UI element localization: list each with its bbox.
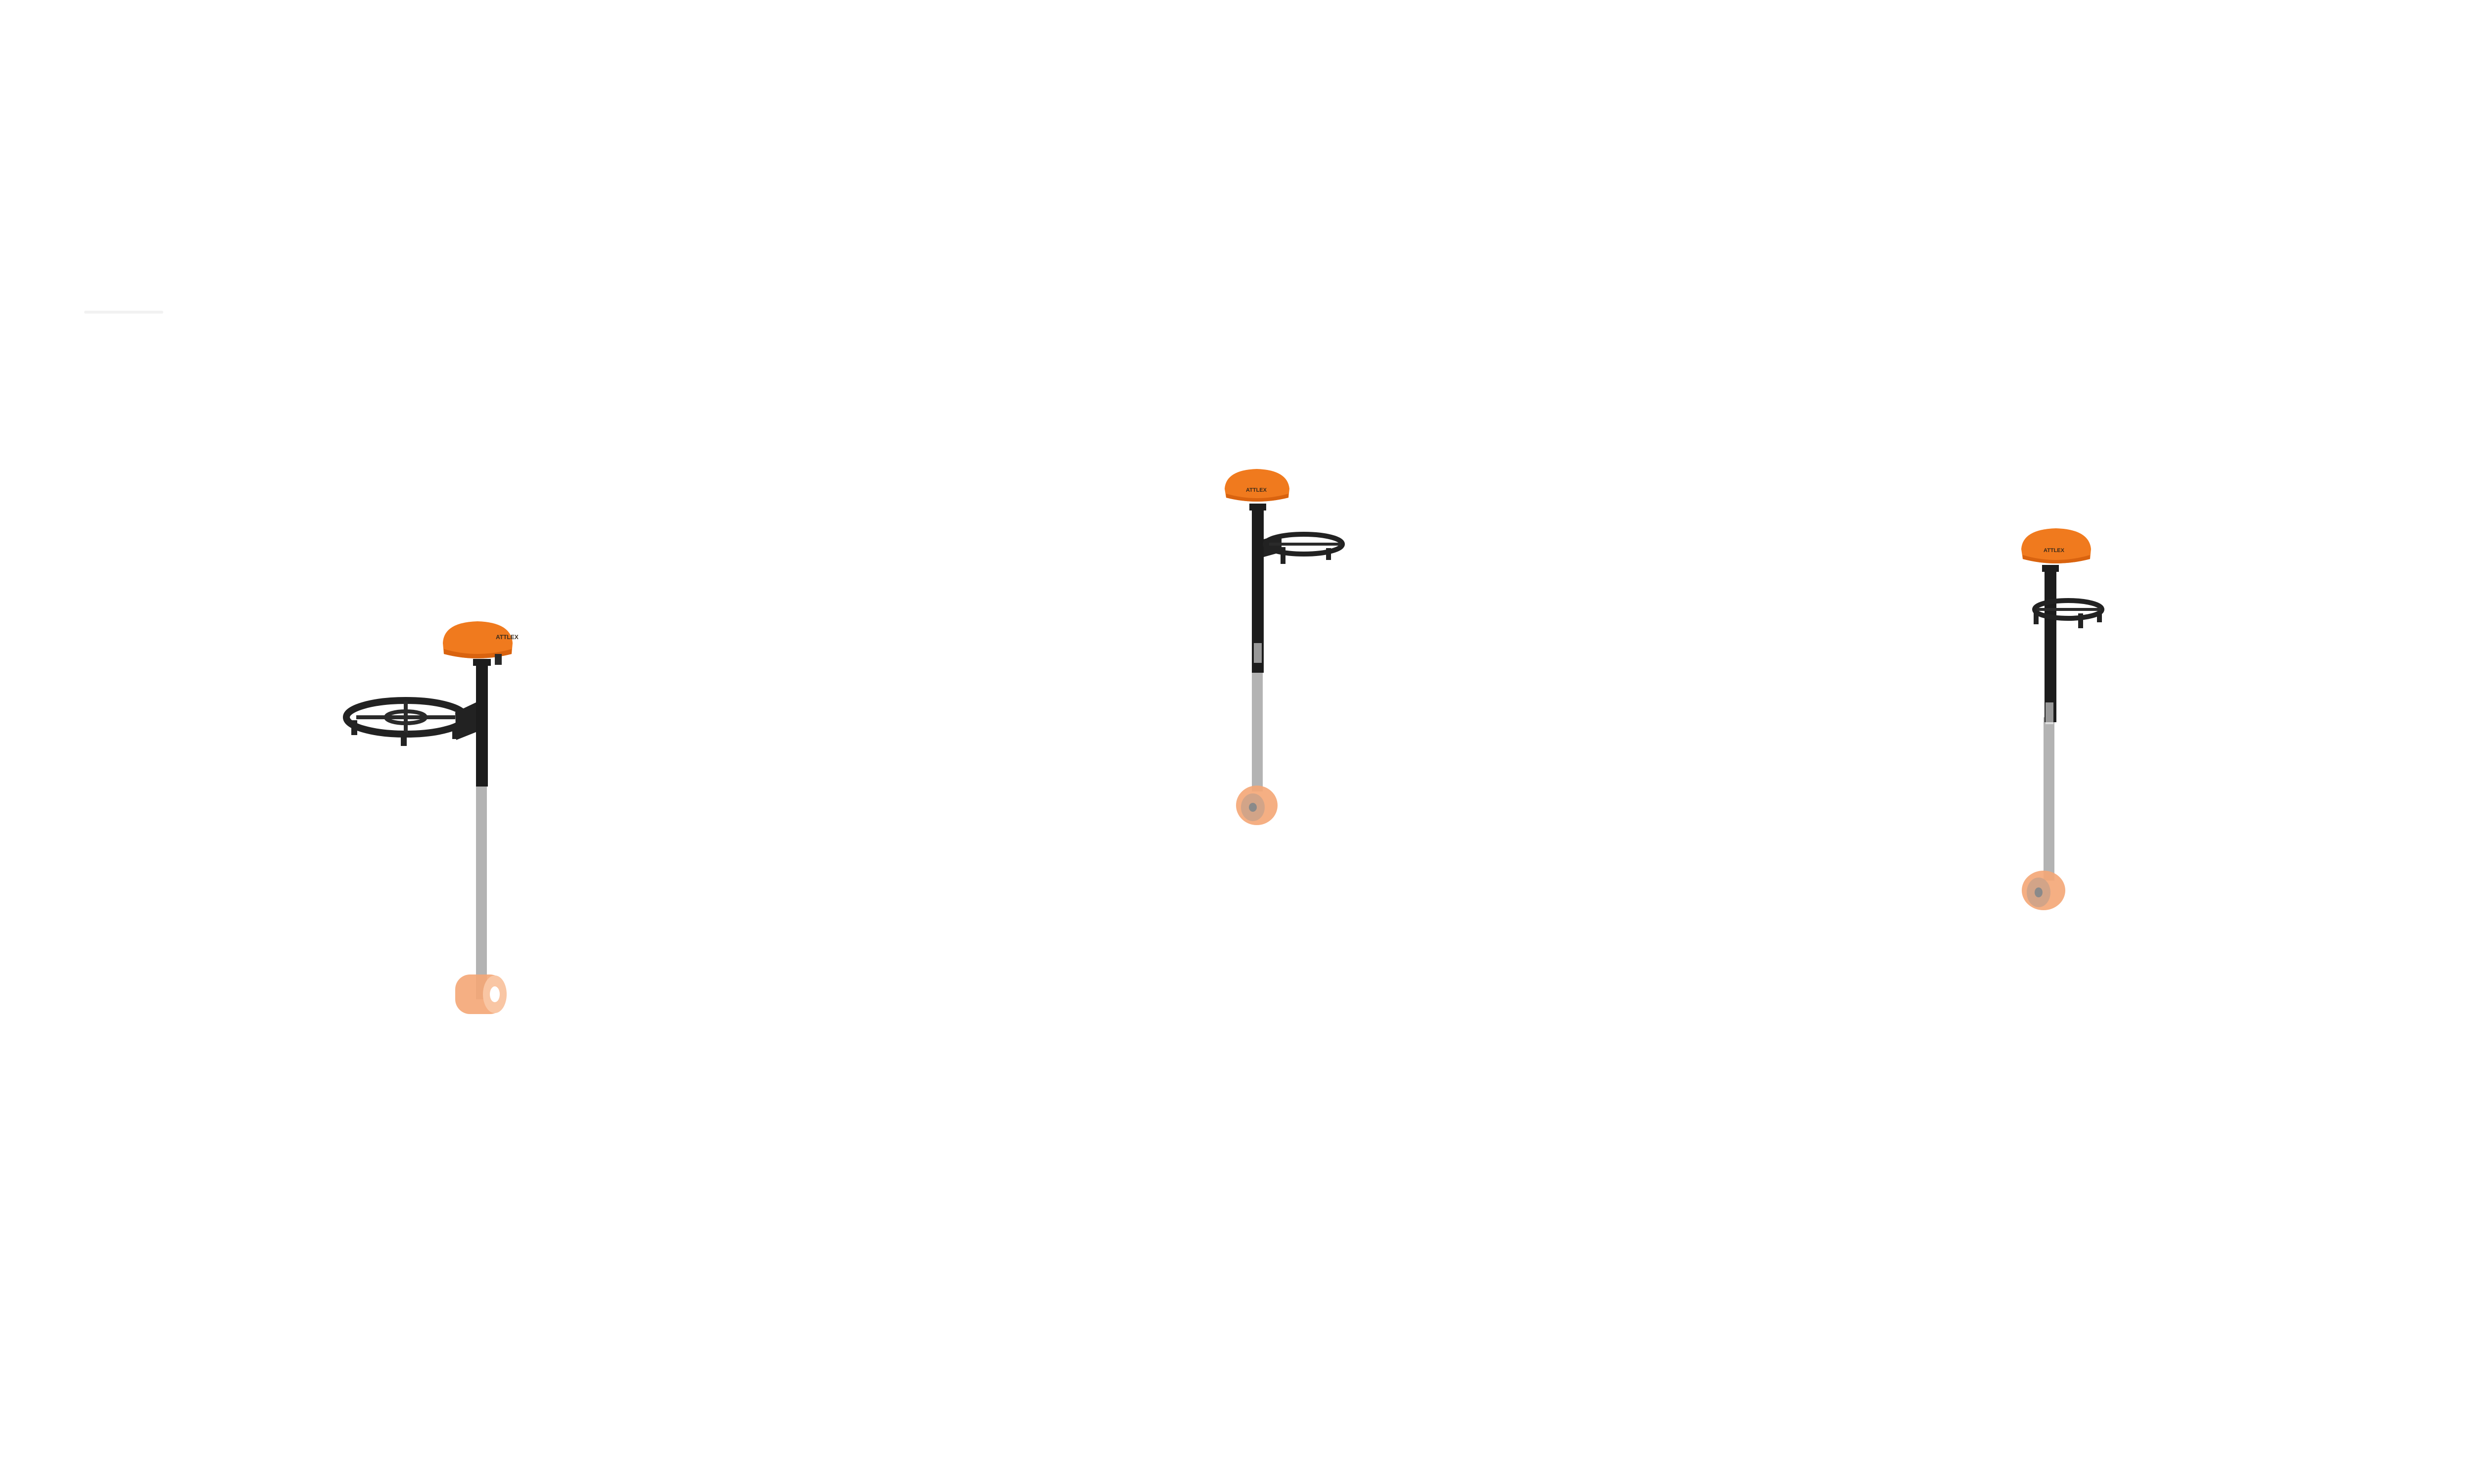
brand-label: ATTLEX — [496, 634, 519, 641]
holder-foot — [452, 725, 458, 739]
cap-bracket — [495, 654, 502, 665]
antenna-cap — [2021, 528, 2091, 563]
holder-foot — [2078, 613, 2083, 628]
brand-label: ATTLEX — [1246, 487, 1267, 493]
gnss-pole-right-drawing: ATTLEX — [2021, 528, 2104, 910]
pole-lower — [1252, 668, 1263, 791]
gnss-pole-center-drawing: ATTLEX — [1225, 469, 1345, 825]
gnss-pole-left: ATTLEX — [343, 613, 554, 1024]
pole-label-strip — [2046, 702, 2053, 724]
cap-mount — [2042, 565, 2059, 572]
holder-plate — [2032, 598, 2104, 621]
holder-foot — [1326, 548, 1331, 560]
antenna-cap-shade — [444, 649, 512, 658]
antenna-cap-shade — [1226, 494, 1288, 502]
antenna-cap — [1225, 469, 1289, 502]
pole-lower — [476, 782, 487, 999]
holder-plate — [1263, 532, 1345, 556]
cap-mount — [1249, 504, 1266, 510]
holder-foot — [2034, 611, 2039, 624]
gnss-pole-center: ATTLEX — [1222, 465, 1351, 836]
brand-label: ATTLEX — [2044, 548, 2065, 554]
wheel-hub — [2035, 887, 2043, 897]
antenna-cap-shade — [2023, 555, 2090, 563]
holder-foot — [401, 732, 407, 746]
holder-foot — [1281, 547, 1285, 564]
faint-smudge — [84, 311, 163, 314]
gnss-pole-right: ATTLEX — [2014, 524, 2142, 910]
pole-label-strip — [1254, 643, 1262, 663]
pole-lower — [2044, 717, 2054, 881]
gnss-pole-left-drawing: ATTLEX — [343, 621, 519, 1014]
wheel-hub — [490, 986, 500, 1002]
wheel-hub — [1249, 803, 1257, 812]
antenna-cap — [443, 621, 513, 658]
pole-upper — [476, 663, 488, 787]
holder-spokes — [356, 701, 455, 734]
cap-mount — [473, 659, 491, 666]
holder-foot — [351, 720, 357, 735]
pole-upper — [2045, 569, 2056, 722]
holder-foot — [2097, 611, 2102, 622]
